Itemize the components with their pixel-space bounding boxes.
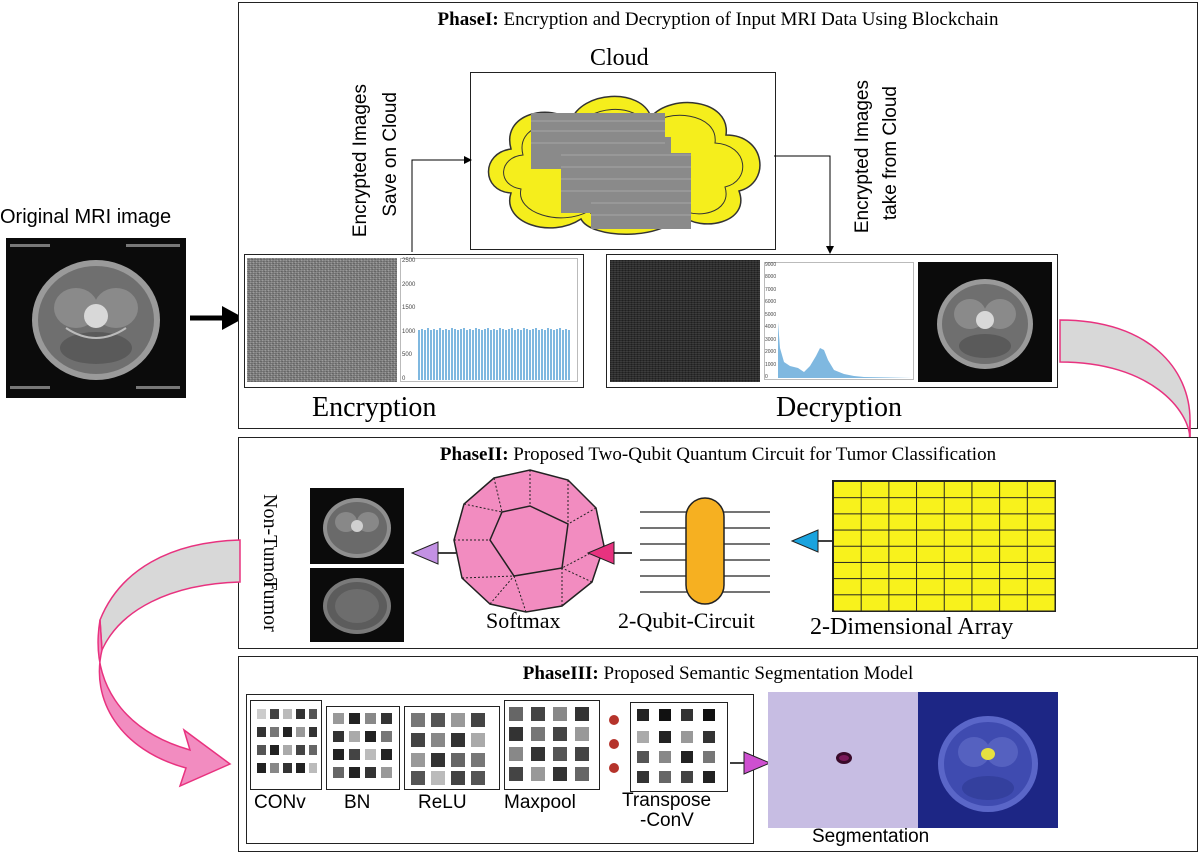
- softmax-label: Softmax: [486, 608, 561, 633]
- take-from-cloud-label-2: take from Cloud: [880, 86, 901, 221]
- dec-hist-tick: 2000: [765, 349, 777, 356]
- decrypted-noise-image: [610, 260, 760, 382]
- layer-label-bn: BN: [344, 792, 371, 813]
- layer-label-maxpool: Maxpool: [504, 792, 576, 813]
- enc-hist-tick: 1000: [402, 328, 416, 335]
- bn-maps-icon: [333, 713, 392, 778]
- dec-hist-tick: 3000: [765, 336, 777, 343]
- phase3-title-bold: PhaseIII:: [522, 663, 599, 684]
- segmentation-mask: [768, 692, 918, 828]
- original-mri-label: Original MRI image: [0, 206, 172, 228]
- input-arrow: [190, 306, 244, 330]
- dec-hist-tick: 9000: [765, 262, 777, 268]
- dec-hist-tick: 8000: [765, 274, 777, 281]
- phase3-title-rest: Proposed Semantic Segmentation Model: [598, 663, 914, 684]
- dec-hist-tick: 1000: [765, 361, 777, 368]
- enc-hist-tick: 1500: [402, 305, 416, 312]
- dec-hist-tick: 0: [765, 373, 768, 380]
- save-on-cloud-label-1: Encrypted Images: [350, 84, 371, 238]
- circuit-label: 2-Qubit-Circuit: [618, 608, 755, 633]
- layer-label-transpose-1: Transpose: [622, 790, 712, 811]
- tumor-label: Tumor: [259, 578, 281, 632]
- phase2-title-bold: PhaseII:: [439, 444, 509, 465]
- phase1-title-rest: Encryption and Decryption of Input MRI D…: [498, 9, 999, 30]
- violet-arrow: [410, 541, 456, 565]
- softmax-polyhedron: [453, 469, 605, 613]
- decrypted-mri-image: [918, 262, 1052, 382]
- layer-label-conv: CONv: [254, 792, 306, 813]
- dec-hist-tick: 4000: [765, 324, 777, 331]
- encrypted-image: [247, 258, 397, 382]
- array-label: 2-Dimensional Array: [810, 614, 1014, 640]
- dec-hist-tick: 7000: [765, 286, 777, 293]
- decryption-histogram: 9000 8000 7000 6000 5000 4000 3000 2000 …: [764, 262, 914, 380]
- maxpool-maps-icon: [509, 707, 589, 781]
- dec-hist-ticks: 9000 8000 7000 6000 5000 4000 3000 2000 …: [765, 262, 776, 380]
- cloud-label: Cloud: [590, 45, 649, 71]
- phase3-title: PhaseIII: Proposed Semantic Segmentation…: [239, 663, 1197, 685]
- bn-feature-maps: [326, 706, 400, 790]
- layer-label-transpose-2: -ConV: [640, 810, 694, 831]
- enc-hist-ticks: 2500 2000 1500 1000 500 0: [402, 258, 415, 382]
- cloud-box: [470, 72, 776, 250]
- transpose-maps-icon: [637, 709, 715, 783]
- take-from-cloud-label-1: Encrypted Images: [852, 80, 873, 234]
- encryption-label: Encryption: [312, 392, 437, 423]
- enc-hist-tick: 2500: [402, 258, 416, 264]
- non-tumor-label: Non-Tumor: [259, 494, 281, 589]
- conv-feature-maps: [250, 700, 322, 790]
- dec-hist-tick: 5000: [765, 311, 777, 318]
- layer-label-relu: ReLU: [418, 792, 467, 813]
- save-on-cloud-label-2: Save on Cloud: [380, 92, 401, 217]
- maxpool-feature-maps: [504, 700, 600, 790]
- curved-arrow-left: [97, 539, 241, 788]
- enc-hist-tick: 500: [402, 352, 413, 359]
- dec-hist-tick: 6000: [765, 299, 777, 306]
- cloud-connectors: [411, 155, 834, 254]
- ellipsis-dots: [609, 715, 619, 773]
- pink-arrow: [586, 541, 632, 565]
- phase2-title: PhaseII: Proposed Two-Qubit Quantum Circ…: [239, 444, 1197, 466]
- enc-hist-tick: 2000: [402, 281, 416, 288]
- non-tumor-image: [310, 488, 404, 564]
- segmentation-overlay: [918, 692, 1058, 828]
- decryption-label: Decryption: [776, 392, 902, 423]
- relu-feature-maps: [404, 706, 500, 790]
- relu-maps-icon: [411, 713, 485, 785]
- tumor-image: [310, 568, 404, 642]
- 2d-array-grid: [832, 480, 1056, 612]
- qubit-circuit-icon: [640, 497, 770, 605]
- encryption-histogram: 2500 2000 1500 1000 500 0: [400, 258, 578, 382]
- enc-hist-tick: 0: [402, 375, 406, 382]
- original-mri-image: [6, 238, 186, 398]
- segmentation-label: Segmentation: [812, 826, 930, 847]
- transpose-conv-feature-maps: [630, 702, 728, 792]
- phase1-title: PhaseI: Encryption and Decryption of Inp…: [239, 9, 1197, 31]
- phase1-title-bold: PhaseI:: [437, 9, 499, 30]
- conv-maps-icon: [257, 709, 317, 773]
- magenta-arrow: [730, 751, 772, 775]
- cloud-icon: [487, 95, 761, 235]
- phase2-title-rest: Proposed Two-Qubit Quantum Circuit for T…: [508, 444, 997, 465]
